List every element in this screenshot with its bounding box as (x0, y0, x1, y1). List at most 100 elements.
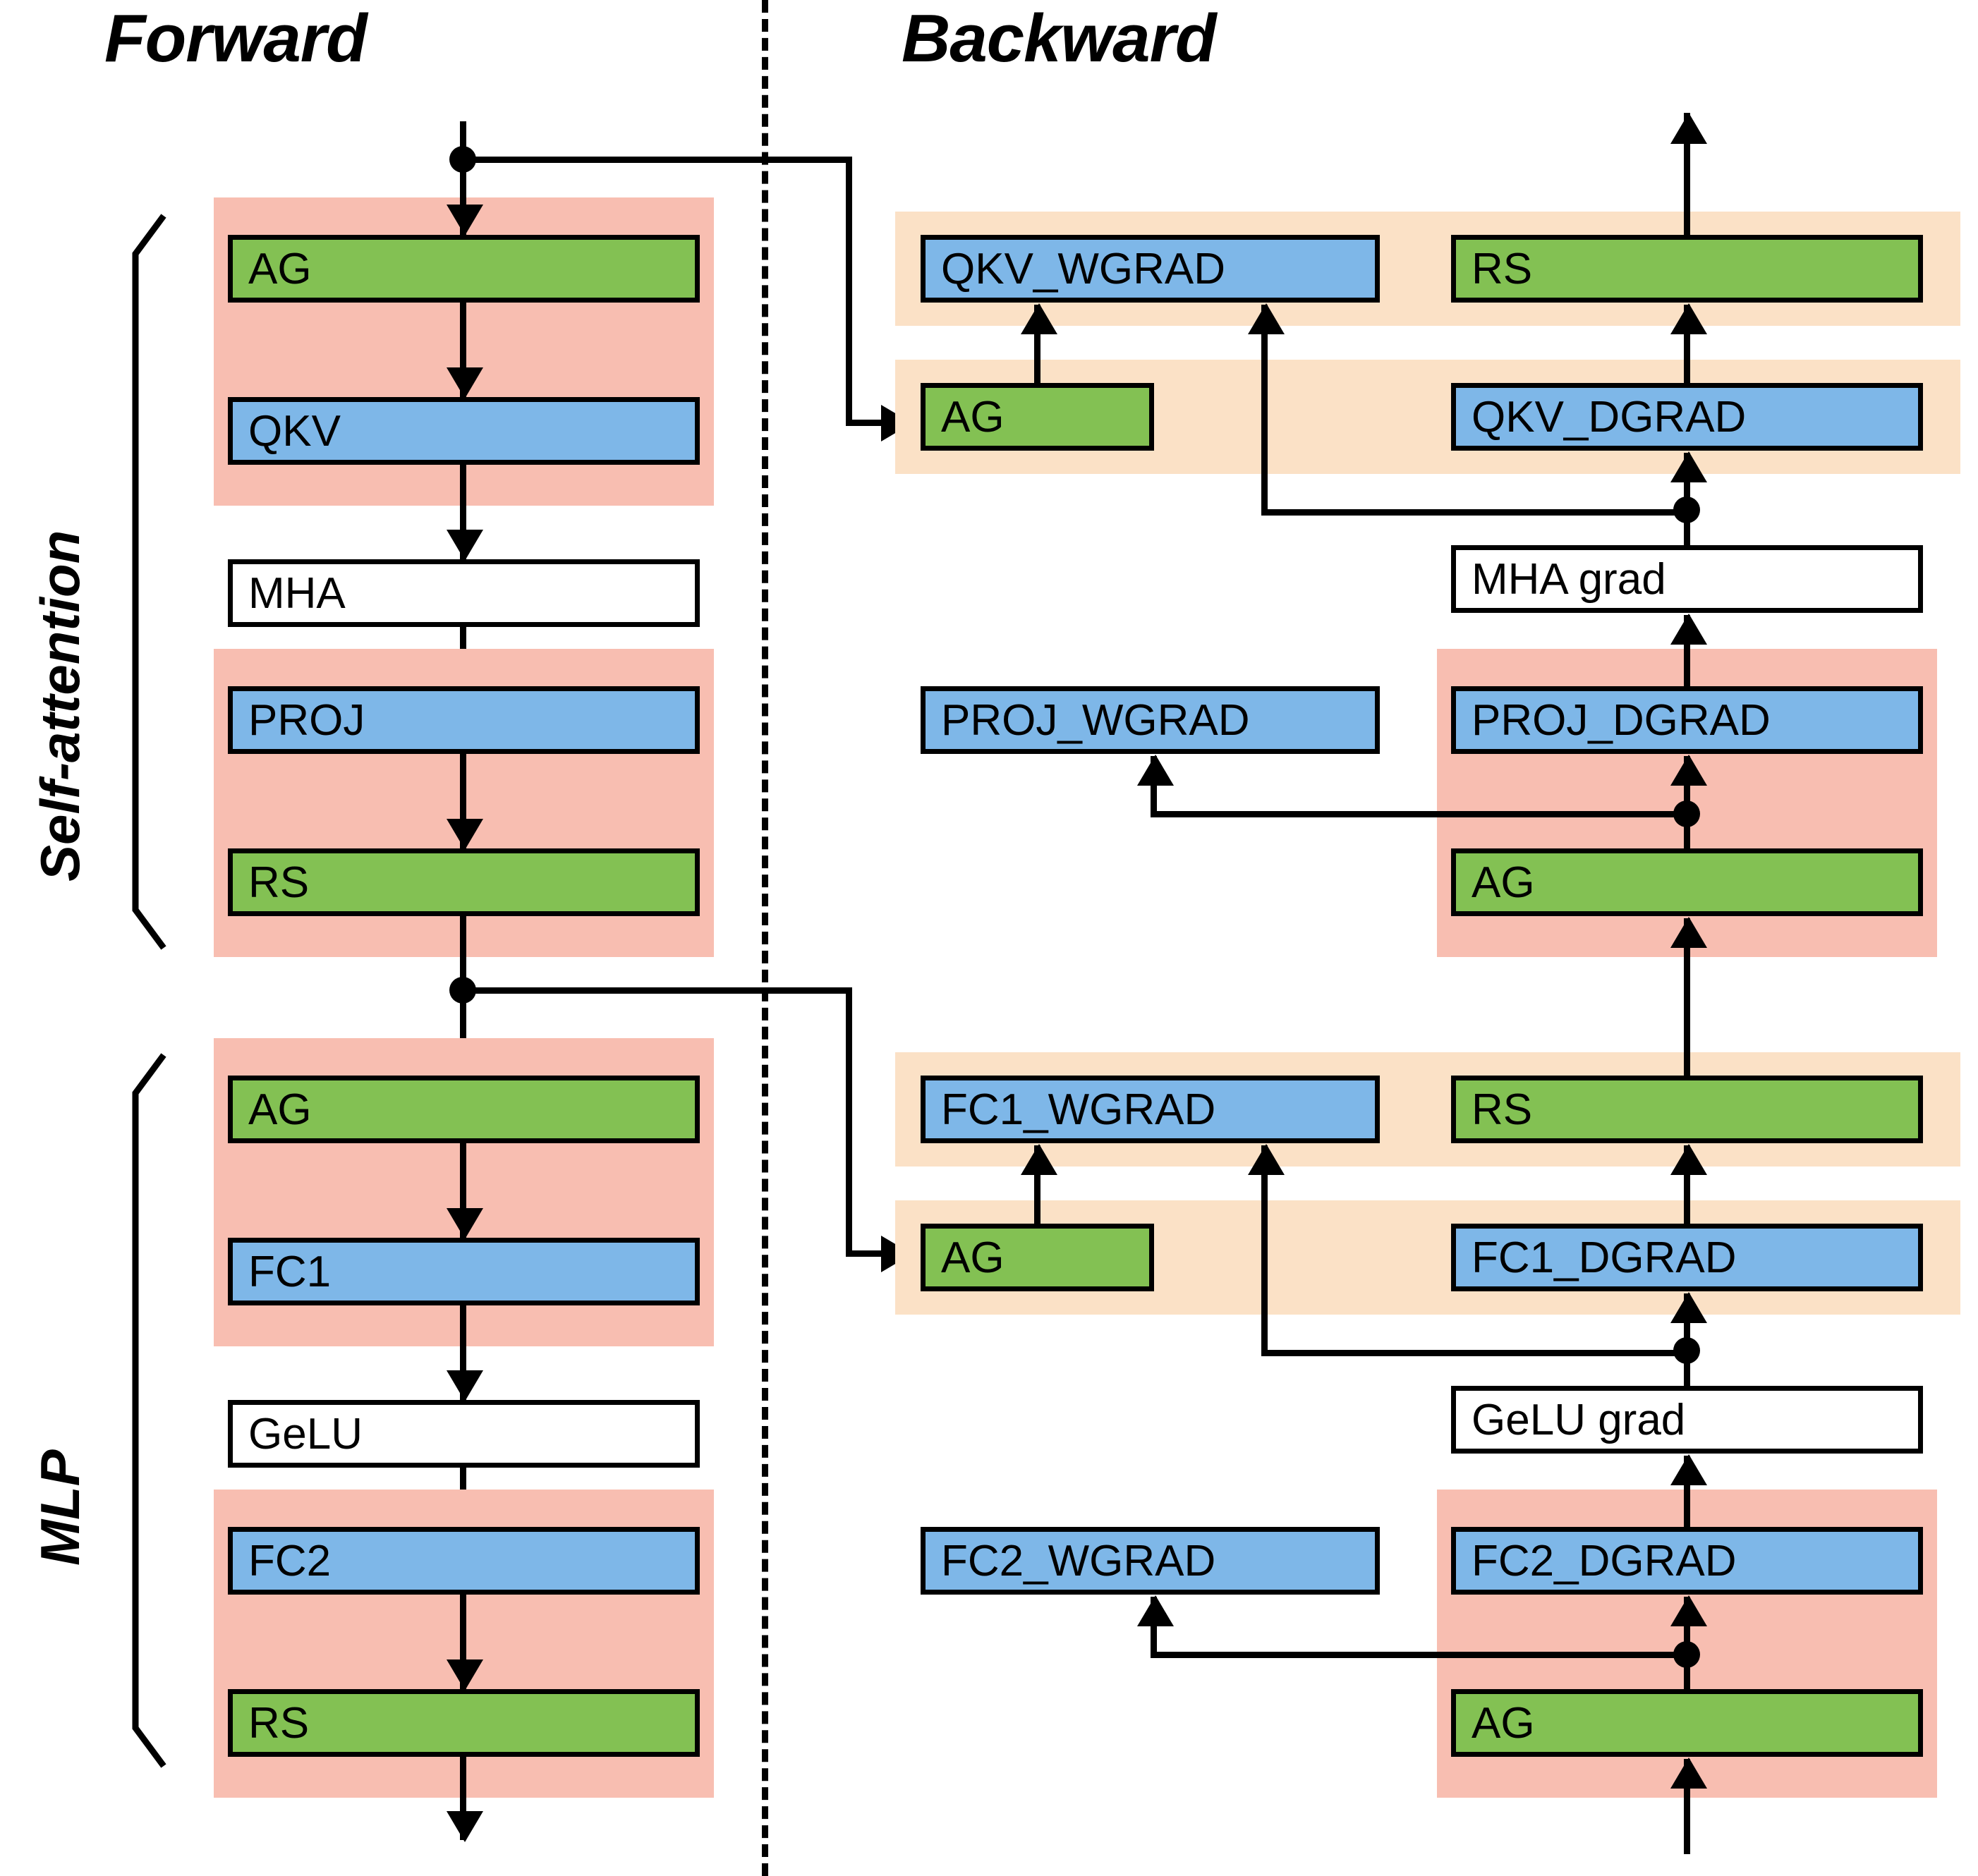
forward-mlp-branch-v (846, 987, 852, 1253)
page-title-forward: Forward (104, 1, 368, 76)
edge-fwd-fc2-rs-arrow (447, 1659, 483, 1691)
edge-bwd-attn-ag-wgrad-arrow (1021, 303, 1057, 334)
section-label-self-attention: Self-attention (29, 530, 91, 882)
node-forward-attn-rs[interactable]: RS (228, 848, 700, 916)
node-label: AG (248, 244, 312, 293)
node-backward-mlp-ag[interactable]: AG (921, 1224, 1154, 1291)
edge-fwd-qkv-mha (460, 465, 466, 561)
node-backward-attn-proj-dgrad[interactable]: PROJ_DGRAD (1451, 686, 1923, 754)
edge-bwd-attn-dgrad-rs (1684, 305, 1690, 383)
node-label: GeLU (248, 1409, 363, 1458)
edge-fwd-fc1-gelu (460, 1305, 466, 1402)
edge-bwd-mlp-dgrad-wgrad-arrow (1248, 1144, 1285, 1175)
edge-bwd-projdgrad-mhagrad-arrow (1670, 614, 1707, 645)
node-backward-attn-ag2[interactable]: AG (1451, 848, 1923, 916)
edge-fwd-ag-qkv (460, 303, 466, 399)
node-label: RS (248, 858, 310, 907)
backward-input-arrowhead (1670, 1758, 1707, 1789)
edge-bwd-attn-in-arrow (1670, 917, 1707, 948)
edge-bwd-fc2dgrad-gelugrad (1684, 1456, 1690, 1527)
node-forward-mlp-fc2[interactable]: FC2 (228, 1527, 700, 1595)
edge-bwd-gelugrad-dgrad-arrow (1670, 1292, 1707, 1323)
forward-input-line (460, 121, 466, 238)
node-label: QKV (248, 406, 341, 456)
edge-fwd-mlpag-fc1 (460, 1143, 466, 1240)
edge-bwd-projdgrad-mhagrad (1684, 615, 1690, 686)
node-label: PROJ_DGRAD (1472, 695, 1771, 745)
node-label: AG (1472, 1698, 1535, 1748)
node-forward-mlp-fc1[interactable]: FC1 (228, 1238, 700, 1305)
node-forward-mlp-rs[interactable]: RS (228, 1689, 700, 1757)
edge-fwd-fc1-gelu-arrow (447, 1370, 483, 1401)
backward-attn-dgrad-dot (1673, 497, 1700, 523)
forward-attn-branch-h2 (846, 420, 890, 426)
edge-bwd-mlprs-up (1684, 1009, 1690, 1076)
node-label: FC1_DGRAD (1472, 1233, 1737, 1282)
edge-bwd-attn-dgrad-wgrad-h (1261, 509, 1692, 516)
node-backward-attn-qkv-dgrad[interactable]: QKV_DGRAD (1451, 383, 1923, 451)
node-forward-attn-ag[interactable]: AG (228, 235, 700, 303)
forward-backward-divider (762, 0, 768, 1876)
node-backward-mlp-fc1-wgrad[interactable]: FC1_WGRAD (921, 1076, 1380, 1143)
page-title-backward: Backward (902, 1, 1217, 76)
node-forward-attn-qkv[interactable]: QKV (228, 397, 700, 465)
edge-bwd-attn-dgrad-rs-arrow (1670, 303, 1707, 334)
forward-mlp-branch-h2 (846, 1250, 890, 1257)
node-label: QKV_WGRAD (941, 244, 1226, 293)
edge-bwd-mlp-dgrad-wgrad-h (1261, 1350, 1692, 1356)
node-label: AG (248, 1085, 312, 1134)
node-backward-attn-rs[interactable]: RS (1451, 235, 1923, 303)
edge-bwd-fc2wgrad-h (1151, 1652, 1687, 1658)
brace-mlp (120, 1051, 169, 1770)
edge-fwd-proj-rs-arrow (447, 819, 483, 850)
node-label: MHA (248, 568, 346, 618)
node-backward-mlp-gelu-grad[interactable]: GeLU grad (1451, 1386, 1923, 1454)
node-backward-attn-proj-wgrad[interactable]: PROJ_WGRAD (921, 686, 1380, 754)
edge-bwd-mhagrad-dgrad-arrow (1670, 451, 1707, 482)
backward-output-arrowhead (1670, 113, 1707, 144)
forward-mlp-branch-h (463, 987, 852, 994)
edge-bwd-attn-dgrad-wgrad-arrow (1248, 303, 1285, 334)
forward-output-line (460, 1757, 466, 1840)
node-label: AG (1472, 858, 1535, 907)
node-backward-attn-ag[interactable]: AG (921, 383, 1154, 451)
edge-fwd-fc2-rs (460, 1595, 466, 1691)
edge-bwd-projwgrad-arrow (1137, 755, 1174, 786)
node-backward-attn-mha-grad[interactable]: MHA grad (1451, 545, 1923, 613)
node-label: FC1_WGRAD (941, 1085, 1216, 1134)
node-backward-attn-qkv-wgrad[interactable]: QKV_WGRAD (921, 235, 1380, 303)
edge-bwd-attn-ag-wgrad (1034, 305, 1040, 383)
node-backward-mlp-rs[interactable]: RS (1451, 1076, 1923, 1143)
node-label: MHA grad (1472, 554, 1666, 604)
node-label: RS (1472, 1085, 1533, 1134)
node-label: FC2_DGRAD (1472, 1536, 1737, 1585)
node-label: AG (941, 392, 1005, 441)
edge-fwd-qkv-mha-arrow (447, 530, 483, 561)
node-backward-mlp-fc2-wgrad[interactable]: FC2_WGRAD (921, 1527, 1380, 1595)
node-label: FC1 (248, 1247, 332, 1296)
forward-attn-branch-v (846, 157, 852, 422)
node-label: FC2 (248, 1536, 332, 1585)
edge-bwd-projwgrad-h (1151, 811, 1687, 817)
node-label: GeLU grad (1472, 1395, 1686, 1444)
node-backward-mlp-ag2[interactable]: AG (1451, 1689, 1923, 1757)
node-forward-mlp-ag[interactable]: AG (228, 1076, 700, 1143)
node-forward-attn-mha[interactable]: MHA (228, 559, 700, 627)
node-label: FC2_WGRAD (941, 1536, 1216, 1585)
node-label: PROJ_WGRAD (941, 695, 1250, 745)
edge-bwd-attn-ag-projdgrad-arrow (1670, 755, 1707, 786)
edge-bwd-fc2dgrad-gelugrad-arrow (1670, 1454, 1707, 1485)
node-forward-attn-proj[interactable]: PROJ (228, 686, 700, 754)
section-label-mlp: MLP (29, 1449, 91, 1566)
node-label: PROJ (248, 695, 365, 745)
forward-input-arrowhead (447, 205, 483, 236)
forward-output-arrowhead (447, 1811, 483, 1842)
node-backward-mlp-fc1-dgrad[interactable]: FC1_DGRAD (1451, 1224, 1923, 1291)
edge-fwd-proj-rs (460, 754, 466, 851)
edge-fwd-mlpag-fc1-arrow (447, 1208, 483, 1239)
node-label: RS (1472, 244, 1533, 293)
node-forward-mlp-gelu[interactable]: GeLU (228, 1400, 700, 1468)
edge-bwd-mlp-ag-wgrad-arrow (1021, 1144, 1057, 1175)
node-backward-mlp-fc2-dgrad[interactable]: FC2_DGRAD (1451, 1527, 1923, 1595)
